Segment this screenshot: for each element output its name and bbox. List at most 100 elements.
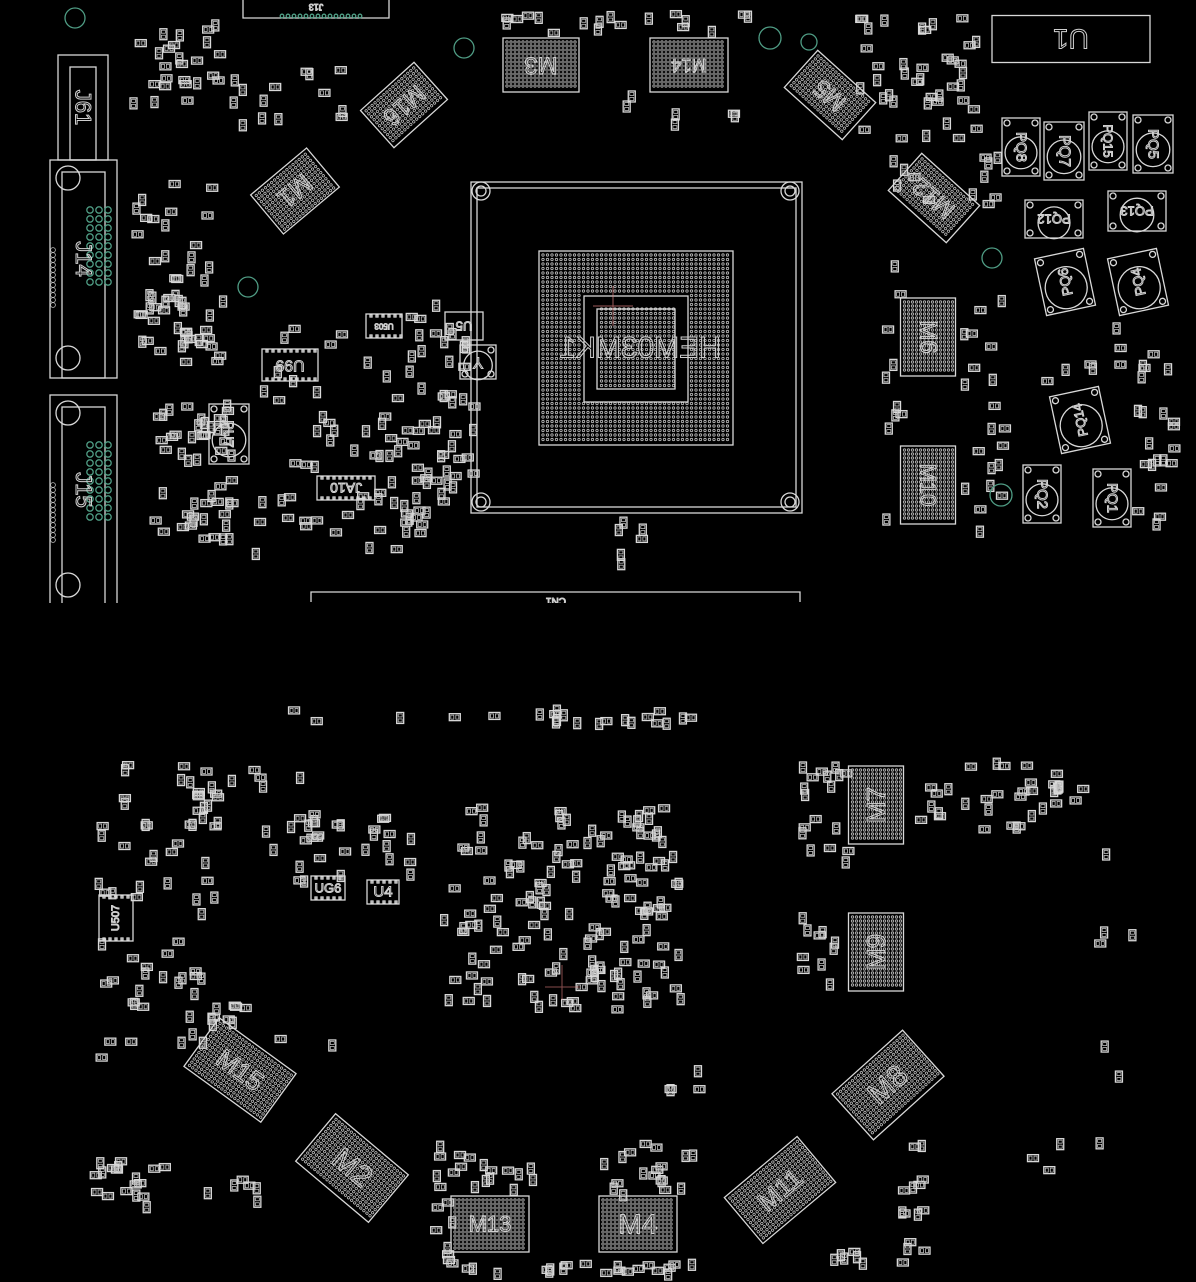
smd-pad [823, 843, 837, 853]
smd-pad [535, 708, 544, 721]
smd-pad [202, 36, 212, 49]
smd-pad [493, 1267, 502, 1280]
smd-pad [407, 350, 417, 363]
smd-pad [1159, 407, 1168, 420]
smd-pad [161, 949, 174, 958]
component-m16[interactable]: M16 [359, 61, 449, 149]
smd-pad [207, 781, 217, 794]
smd-pad [310, 460, 319, 474]
smd-pad [289, 459, 302, 468]
smd-pad [561, 998, 574, 1008]
smd-pad [964, 762, 978, 771]
smd-pad [624, 874, 637, 883]
smd-pad [678, 712, 688, 725]
component-ug6[interactable]: UG6 [310, 875, 346, 901]
smd-pad [1056, 1138, 1065, 1151]
smd-pad [190, 56, 204, 65]
smd-pad [800, 782, 809, 795]
smd-pad [444, 994, 453, 1007]
smd-pad [960, 378, 970, 391]
smd-pad [207, 489, 216, 503]
smd-pad [620, 940, 629, 954]
smd-pad [831, 761, 840, 774]
smd-pad [1049, 799, 1063, 808]
smd-pad [385, 449, 394, 463]
smd-pad [312, 386, 322, 399]
smd-pad [806, 844, 815, 857]
smd-pad [158, 971, 168, 984]
smd-pad [650, 1143, 663, 1152]
smd-pad [188, 1028, 197, 1041]
mounting-hole [64, 7, 86, 29]
smd-pad [200, 325, 213, 335]
smd-pad [644, 12, 654, 25]
smd-pad [475, 803, 489, 812]
smd-pad [442, 465, 451, 478]
component-m3[interactable]: M3 [502, 37, 580, 93]
smd-pad [693, 1065, 703, 1078]
component-label: PQ2 [1034, 479, 1051, 509]
smd-pad [225, 476, 239, 485]
smd-pad [361, 843, 370, 856]
smd-pad [514, 1168, 523, 1181]
smd-pad [620, 713, 630, 727]
smd-pad [946, 82, 960, 91]
smd-pad [638, 523, 647, 536]
smd-pad [817, 958, 826, 971]
smd-pad [159, 445, 172, 455]
smd-pad [974, 305, 987, 315]
smd-pad [611, 852, 624, 861]
smd-pad [445, 322, 454, 336]
smd-pad [158, 487, 167, 500]
smd-pad [433, 1152, 447, 1161]
smd-pad [400, 518, 413, 527]
smd-pad [657, 804, 671, 813]
smd-pad [274, 113, 283, 126]
smd-pad [989, 193, 1002, 202]
smd-pad [664, 1084, 677, 1094]
smd-pad [530, 990, 539, 1004]
smd-pad [823, 770, 832, 783]
smd-pad [449, 975, 462, 985]
smd-pad [470, 1180, 480, 1194]
smd-pad [796, 952, 810, 962]
smd-pad [468, 952, 477, 965]
mounting-hole-layer [64, 7, 1013, 507]
smd-pad [493, 915, 502, 928]
smd-pad [186, 264, 195, 277]
smd-pad [159, 62, 172, 71]
smd-pad [168, 179, 181, 189]
smd-pad [171, 274, 184, 284]
component-label: JA10 [330, 480, 362, 496]
smd-pad [655, 1162, 668, 1171]
smd-pad [163, 877, 172, 890]
smd-pad [1101, 848, 1111, 861]
smd-pad [651, 719, 664, 728]
smd-pad [982, 199, 995, 209]
smd-pad [895, 134, 908, 143]
component-m14[interactable]: M14 [649, 37, 729, 93]
smd-pad [934, 807, 943, 820]
smd-pad [129, 1180, 142, 1189]
component-label: PU7 [221, 420, 237, 447]
smd-pad [238, 83, 247, 97]
smd-pad [148, 256, 162, 266]
smd-pad [436, 1140, 445, 1153]
smd-pad [461, 453, 474, 462]
smd-pad [627, 90, 636, 103]
smd-pad [1159, 454, 1168, 467]
smd-pad [797, 965, 810, 975]
component-label: UG6 [315, 881, 342, 896]
smd-pad [652, 856, 666, 866]
smd-pad [952, 133, 966, 143]
smd-pad [431, 1203, 444, 1212]
smd-pad [189, 240, 203, 250]
smd-pad [633, 970, 642, 983]
smd-pad [1050, 769, 1064, 778]
smd-pad [288, 324, 301, 334]
smd-pad [382, 839, 391, 853]
smd-pad [181, 96, 194, 105]
smd-pad [137, 1192, 150, 1201]
smd-pad [328, 1039, 337, 1052]
